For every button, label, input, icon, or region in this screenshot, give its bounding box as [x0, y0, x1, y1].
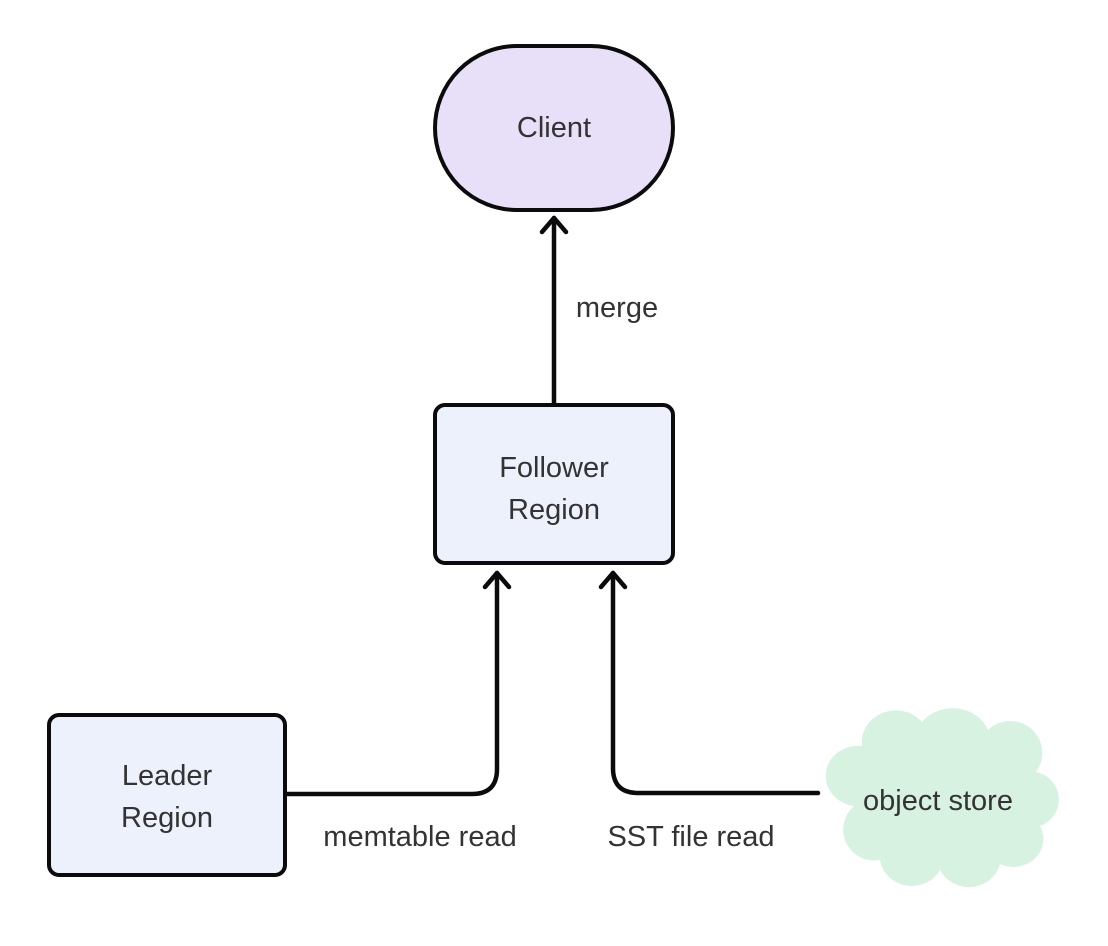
object-store-node-label: object store [863, 784, 1013, 817]
object-store-cloud-shape [825, 708, 1059, 888]
object-store-cloud-group [825, 708, 1059, 888]
follower-region-node-label: Follower Region [499, 451, 609, 526]
edge-sst-file-read-arrow [598, 570, 821, 796]
edge-memtable-read-arrow [284, 570, 512, 797]
edge-label-memtable-read: memtable read [323, 820, 517, 853]
leader-region-node-shape [47, 713, 287, 877]
follower-region-node-shape [433, 403, 675, 565]
edge-label-merge: merge [575, 291, 659, 324]
leader-region-node-label: Leader Region [121, 759, 213, 834]
client-node-shape [433, 44, 675, 212]
client-node-label: Client [516, 111, 592, 144]
edge-label-sst-file-read: SST file read [607, 820, 775, 853]
